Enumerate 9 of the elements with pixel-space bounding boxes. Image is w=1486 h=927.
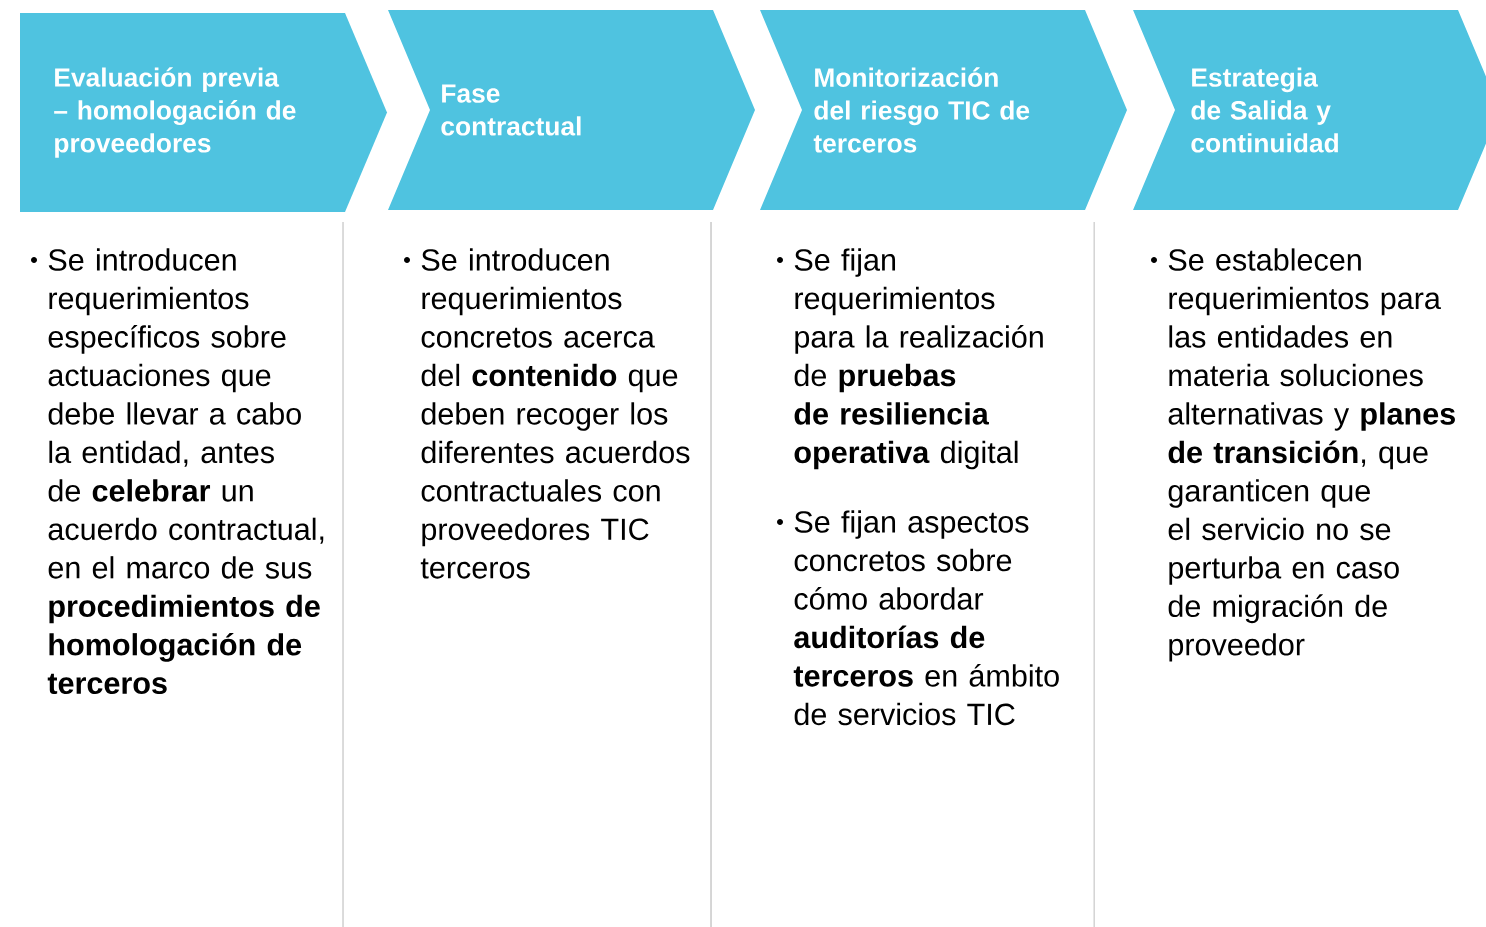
bullet-text: Se fijan aspectos concretos sobre cómo abordar auditorías de terceros en ámbito de servicios TIC (793, 510, 1059, 726)
chevron-box: Monitorización del riesgo TIC de terceros (760, 10, 1127, 210)
chevron-box: Estrategia de Salida y continuidad (1133, 10, 1486, 210)
chevron-box: Fase contractual (388, 10, 755, 210)
bullet-text: Se establecen requerimientos para las entidades en materia soluciones alternativas y planes de transición, que garanticen que el servicio no se perturba en caso de migración de proveedor (1168, 248, 1455, 662)
chevron-box: Evaluación previa – homologación de proveedores (20, 13, 387, 212)
bullet-text: Se introducen requerimientos específicos sobre actuaciones que debe llevar a cabo la entidad, antes de celebrar un acuerdo contractual, en el marco de sus procedimientos de homologación de terceros (47, 248, 324, 695)
bullet-text: Se introducen requerimientos concretos acerca del contenido que deben recoger los diferentes acuerdos contractuales con proveedores TIC terceros (420, 248, 690, 579)
bullet-text: Se fijan requerimientos para la realización de pruebas de resiliencia operativa digital (794, 248, 1043, 470)
